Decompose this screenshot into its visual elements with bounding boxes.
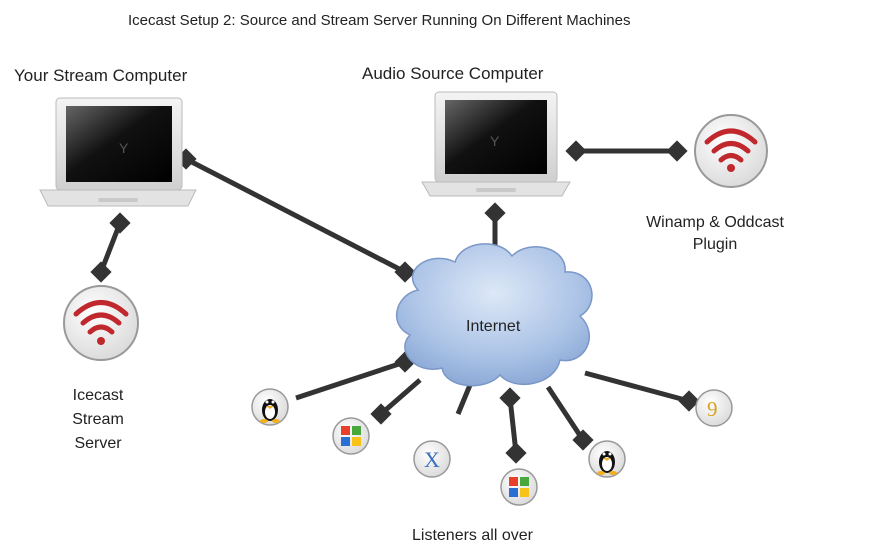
diagram-title: Icecast Setup 2: Source and Stream Serve… (128, 12, 631, 29)
listeners-label: Listeners all over (412, 527, 533, 544)
icecast-server-label-line1: Icecast (72, 387, 124, 404)
winamp-broadcast-icon (694, 114, 768, 188)
internet-cloud-icon (395, 243, 593, 387)
icecast-server-label: Icecast Stream Server (58, 384, 138, 456)
os9-logo-icon (695, 389, 733, 427)
connector-internet-to-os9 (584, 370, 690, 404)
icecast-server-broadcast-icon (63, 285, 139, 361)
audio-source-computer-screen-glyph: Y (490, 133, 500, 149)
windows-logo-icon (332, 417, 370, 455)
icecast-server-label-line2: Stream (72, 411, 124, 428)
windows-logo-icon (500, 468, 538, 506)
internet-label: Internet (466, 318, 521, 335)
audio-source-computer-laptop-icon (421, 91, 571, 197)
winamp-plugin-label-line1: Winamp & Oddcast (646, 214, 784, 231)
mac-os-x-glyph: X (424, 447, 440, 472)
connector-internet-to-macx (455, 384, 473, 415)
stream-computer-screen-glyph: Y (119, 140, 129, 156)
connector-stream-to-icecast (98, 222, 123, 273)
connector-internet-to-windows1 (379, 378, 422, 416)
connector-internet-to-linux2 (545, 385, 586, 442)
mac-os-x-logo-icon (413, 440, 451, 478)
connector-stream-to-internet (184, 156, 407, 275)
linux-penguin-icon (251, 388, 289, 426)
os9-glyph: 9 (707, 397, 718, 421)
winamp-plugin-label: Winamp & Oddcast Plugin (640, 212, 790, 256)
winamp-plugin-label-line2: Plugin (692, 236, 738, 253)
linux-penguin-icon (588, 440, 626, 478)
icecast-server-label-line3: Server (74, 435, 122, 452)
stream-computer-laptop-icon (39, 97, 197, 207)
connector-internet-to-linux1 (295, 359, 406, 401)
stream-computer-label: Your Stream Computer (14, 66, 188, 85)
audio-source-computer-label: Audio Source Computer (362, 64, 544, 83)
